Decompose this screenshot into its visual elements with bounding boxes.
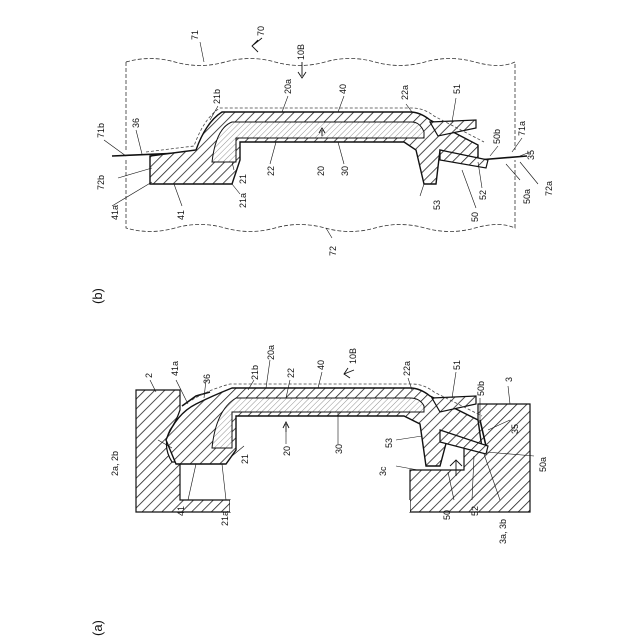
label-53: 53 (384, 438, 394, 448)
label-10B: 10B (296, 44, 306, 60)
label-22a: 22a (400, 85, 410, 100)
label-21b: 21b (250, 365, 260, 380)
label-21: 21 (238, 174, 248, 184)
label-21b: 21b (212, 89, 222, 104)
label-30: 30 (340, 166, 350, 176)
label-3c: 3c (378, 466, 388, 476)
arrow-20-a (283, 422, 289, 432)
label-71b: 71b (96, 123, 106, 138)
label-36: 36 (202, 374, 212, 384)
label-51: 51 (452, 360, 462, 370)
label-41: 41 (176, 210, 186, 220)
label-52: 52 (470, 506, 480, 516)
arrow-10B-a (344, 368, 354, 378)
label-20: 20 (316, 166, 326, 176)
panel-b: 71 70 10B 20a 40 22a 51 21b 71b 36 50b 7… (90, 26, 554, 304)
label-22a: 22a (402, 361, 412, 376)
label-50a: 50a (522, 189, 532, 204)
label-41a: 41a (170, 361, 180, 376)
label-20: 20 (282, 446, 292, 456)
label-21a: 21a (238, 193, 248, 208)
label-50: 50 (442, 510, 452, 520)
label-21a: 21a (220, 511, 230, 526)
label-3a3b: 3a, 3b (498, 519, 508, 544)
label-70: 70 (256, 26, 266, 36)
label-30: 30 (334, 444, 344, 454)
label-3: 3 (504, 377, 514, 382)
label-72b: 72b (96, 175, 106, 190)
label-22: 22 (286, 368, 296, 378)
label-71: 71 (190, 30, 200, 40)
label-22: 22 (266, 166, 276, 176)
label-50b: 50b (476, 381, 486, 396)
label-72: 72 (328, 246, 338, 256)
label-50a: 50a (538, 457, 548, 472)
label-52: 52 (478, 190, 488, 200)
arrow-70 (252, 38, 262, 52)
label-35: 35 (510, 424, 520, 434)
gap-region (230, 500, 410, 512)
arrow-10B (298, 62, 306, 78)
label-2: 2 (144, 373, 154, 378)
label-41a: 41a (110, 205, 120, 220)
label-35: 35 (526, 150, 536, 160)
label-40: 40 (338, 84, 348, 94)
label-20a: 20a (283, 79, 293, 94)
label-72a: 72a (544, 181, 554, 196)
label-10B: 10B (348, 348, 358, 364)
label-40: 40 (316, 360, 326, 370)
label-20a: 20a (266, 345, 276, 360)
label-50: 50 (470, 212, 480, 222)
label-21: 21 (240, 454, 250, 464)
label-36: 36 (131, 118, 141, 128)
label-51: 51 (452, 84, 462, 94)
caption-b: (b) (90, 288, 105, 304)
caption-a: (a) (90, 620, 105, 636)
label-53: 53 (432, 200, 442, 210)
label-2a2b: 2a, 2b (110, 451, 120, 476)
label-71a: 71a (517, 121, 527, 136)
panel-a: 2 41a 36 21b 20a 22 40 10B 22a 51 3 50b … (90, 345, 548, 636)
label-41: 41 (176, 506, 186, 516)
label-50b: 50b (492, 129, 502, 144)
